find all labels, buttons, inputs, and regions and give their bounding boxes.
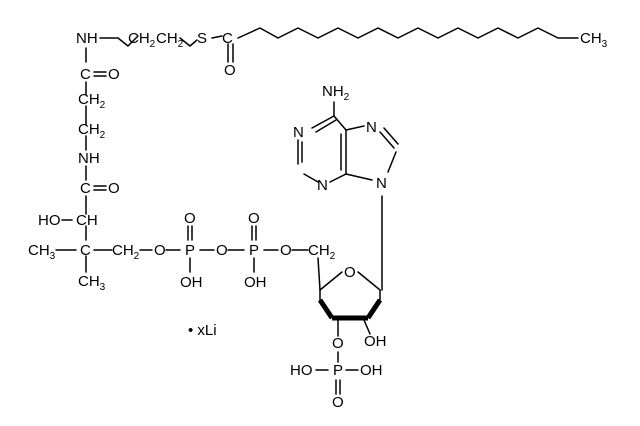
atom-ho-p3: HO xyxy=(290,362,313,379)
atom-oh-p2: OH xyxy=(244,274,267,291)
atom-o-1: O xyxy=(154,242,166,259)
atom-ch2-c: CH2 xyxy=(78,91,106,111)
atom-nh-top: NH xyxy=(76,30,98,47)
ribose-bold-bonds xyxy=(317,298,383,321)
atom-oh-p3: OH xyxy=(360,362,383,379)
atom-oh-p1: OH xyxy=(180,274,203,291)
atom-c-amide1: C xyxy=(80,66,91,83)
atom-c-thio: C xyxy=(222,30,233,47)
atom-o-2: O xyxy=(280,242,292,259)
atom-o-ring: O xyxy=(344,264,356,281)
atom-c-quat: C xyxy=(80,242,91,259)
atom-ch2-d: CH2 xyxy=(78,121,106,141)
atom-p-1: P xyxy=(185,242,195,259)
atom-c-amide2: C xyxy=(80,180,91,197)
atom-o-p1-top: O xyxy=(184,210,196,227)
atom-ch2-e: CH2 xyxy=(112,242,140,262)
bond-lines xyxy=(55,27,579,395)
atom-o-3p: O xyxy=(332,335,344,352)
atom-o-bridge: O xyxy=(216,242,228,259)
atom-nh2: NH2 xyxy=(322,83,350,103)
atom-s: S xyxy=(197,30,207,47)
atom-nh-mid: NH xyxy=(78,150,100,167)
atom-p-2: P xyxy=(249,242,259,259)
atom-o-thio: O xyxy=(224,62,236,79)
atom-o-p3-bottom: O xyxy=(332,394,344,411)
atom-p-3: P xyxy=(333,362,343,379)
atom-oh-ribose: OH xyxy=(364,333,387,350)
atom-ch2-a: CH2 xyxy=(128,30,156,50)
atom-ho-ch: HO xyxy=(38,212,61,229)
counterion-label: • xLi xyxy=(188,322,217,339)
atom-n-3: N xyxy=(317,177,328,194)
atom-ch3-end: CH3 xyxy=(580,30,608,50)
atom-ch2-b: CH2 xyxy=(156,30,184,50)
atom-n-1: N xyxy=(293,124,304,141)
atom-n-9: N xyxy=(376,175,387,192)
atom-o-p2-top: O xyxy=(248,210,260,227)
atom-o-amide2: O xyxy=(108,180,120,197)
atom-ch3-left: CH3 xyxy=(28,242,56,262)
atom-ch2-ribose: CH2 xyxy=(308,242,336,262)
atom-ch3-down: CH3 xyxy=(78,273,106,293)
atom-o-amide1: O xyxy=(108,66,120,83)
atom-ch-ho: CH xyxy=(76,212,98,229)
atom-labels: NH CH2 CH2 S C O CH3 C O CH2 CH2 NH C O … xyxy=(28,30,608,411)
atom-n-7: N xyxy=(366,119,377,136)
